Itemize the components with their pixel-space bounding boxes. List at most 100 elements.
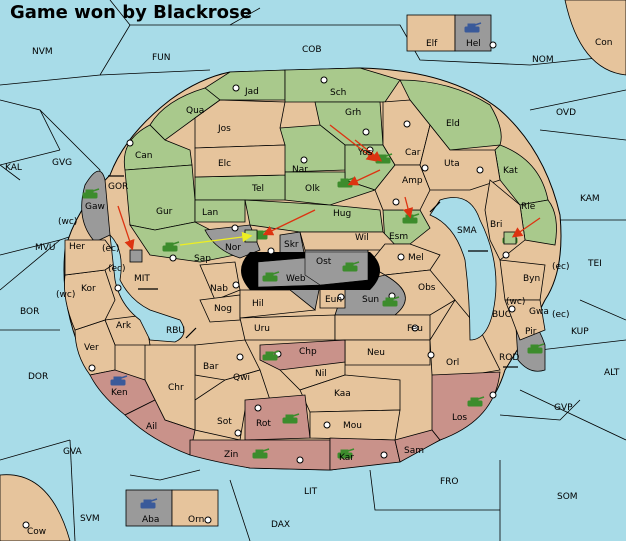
move-orders bbox=[117, 124, 541, 251]
territory-nog[interactable] bbox=[199, 294, 241, 323]
label-kam: KAM bbox=[580, 194, 600, 204]
label-ost: Ost bbox=[316, 257, 332, 267]
label-rbu: RBU bbox=[166, 326, 185, 336]
territory-obs[interactable] bbox=[383, 269, 456, 316]
label-amp: Amp bbox=[402, 176, 423, 186]
label-coast-ec4: (ec) bbox=[552, 310, 570, 320]
label-nvm: NVM bbox=[32, 47, 53, 57]
label-dor: DOR bbox=[28, 372, 48, 382]
territory-kor[interactable] bbox=[64, 269, 116, 331]
inner-sea-mit bbox=[109, 233, 185, 343]
label-uta: Uta bbox=[444, 159, 460, 169]
label-skr: Skr bbox=[284, 240, 299, 250]
label-sch: Sch bbox=[330, 88, 346, 98]
label-wil: Wil bbox=[355, 233, 369, 243]
territory-hel[interactable] bbox=[454, 14, 492, 52]
label-eun: Eun bbox=[325, 295, 342, 305]
label-nor: Nor bbox=[225, 243, 241, 253]
label-aba: Aba bbox=[142, 515, 159, 525]
label-svm: SVM bbox=[80, 514, 100, 524]
territory-uta[interactable] bbox=[419, 124, 501, 191]
territory-tel[interactable] bbox=[194, 174, 286, 201]
label-byn: Byn bbox=[523, 274, 540, 284]
label-nar: Nar bbox=[292, 165, 308, 175]
label-bor: BOR bbox=[20, 307, 39, 317]
label-sot: Sot bbox=[217, 417, 232, 427]
territory-gur[interactable] bbox=[124, 164, 196, 231]
territory-ver[interactable] bbox=[74, 319, 116, 376]
label-pir: Pir bbox=[525, 327, 537, 337]
label-kor: Kor bbox=[81, 284, 96, 294]
label-grh: Grh bbox=[345, 108, 361, 118]
territory-qua[interactable] bbox=[149, 87, 221, 141]
territory-kat[interactable] bbox=[494, 144, 549, 206]
label-sam: Sam bbox=[404, 446, 424, 456]
connection-arrows bbox=[108, 175, 518, 368]
label-gaw: Gaw bbox=[85, 202, 105, 212]
label-qwi: Qwi bbox=[233, 373, 250, 383]
label-buc: BUC bbox=[492, 310, 511, 320]
territory-chp[interactable] bbox=[259, 339, 346, 371]
label-uru: Uru bbox=[254, 324, 270, 334]
label-coast-wc1: (wc) bbox=[58, 217, 77, 227]
territory-kaa[interactable] bbox=[299, 374, 401, 413]
label-coast-ec3: (ec) bbox=[552, 262, 570, 272]
territory-los[interactable] bbox=[431, 371, 501, 441]
territory-elf[interactable] bbox=[406, 14, 456, 52]
label-elf: Elf bbox=[426, 39, 438, 49]
label-mvu: MVU bbox=[35, 243, 56, 253]
label-jos: Jos bbox=[217, 124, 231, 134]
label-sun: Sun bbox=[362, 295, 379, 305]
label-fro: FRO bbox=[440, 477, 459, 487]
label-gvp: GVP bbox=[554, 403, 573, 413]
label-tel: Tel bbox=[251, 184, 264, 194]
label-gor: GOR bbox=[108, 182, 128, 192]
label-nog: Nog bbox=[214, 304, 232, 314]
label-dax: DAX bbox=[271, 520, 290, 530]
territory-rot[interactable] bbox=[244, 394, 311, 441]
label-can: Can bbox=[135, 151, 153, 161]
territory-rie[interactable] bbox=[519, 199, 557, 246]
label-hel: Hel bbox=[466, 39, 481, 49]
label-qua: Qua bbox=[186, 106, 204, 116]
label-lan: Lan bbox=[202, 208, 218, 218]
label-cow: Cow bbox=[27, 527, 46, 537]
label-mel: Mel bbox=[408, 253, 424, 263]
territory-ken[interactable] bbox=[89, 369, 156, 416]
territory-labels: NVM FUN COB NOM Con OVD KAL GVG KAM MVU … bbox=[5, 38, 620, 537]
territory-sch[interactable] bbox=[284, 67, 401, 103]
label-olk: Olk bbox=[305, 184, 321, 194]
game-status-title: Game won by Blackrose bbox=[10, 2, 252, 23]
label-som: SOM bbox=[557, 492, 578, 502]
label-nil: Nil bbox=[315, 369, 327, 379]
label-jad: Jad bbox=[244, 87, 259, 97]
label-tei: TEI bbox=[587, 259, 602, 269]
unit-fleet-mit bbox=[129, 249, 143, 263]
territory-jad[interactable] bbox=[204, 69, 286, 101]
territory-lan[interactable] bbox=[194, 199, 246, 223]
label-rot: Rot bbox=[256, 419, 271, 429]
label-elc: Elc bbox=[218, 159, 231, 169]
territory-her[interactable] bbox=[64, 239, 121, 276]
label-mit: MIT bbox=[134, 274, 150, 284]
territory-neu[interactable] bbox=[344, 339, 431, 366]
label-ark: Ark bbox=[116, 321, 132, 331]
unit-fleet-bri bbox=[503, 231, 517, 245]
label-kat: Kat bbox=[503, 166, 518, 176]
support-order bbox=[179, 231, 253, 246]
territory-can[interactable] bbox=[123, 124, 193, 171]
label-los: Los bbox=[452, 413, 467, 423]
label-obs: Obs bbox=[418, 283, 436, 293]
label-orl: Orl bbox=[446, 358, 459, 368]
label-kar: Kar bbox=[339, 453, 354, 463]
label-coast-wc3: (wc) bbox=[506, 297, 525, 307]
label-rod: ROD bbox=[499, 353, 519, 363]
territory-ail[interactable] bbox=[124, 399, 196, 456]
label-orn: Orn bbox=[188, 515, 204, 525]
label-web: Web bbox=[286, 274, 306, 284]
label-hil: Hil bbox=[252, 299, 264, 309]
territory-elc[interactable] bbox=[194, 144, 286, 178]
inner-sea-sma bbox=[429, 197, 497, 341]
